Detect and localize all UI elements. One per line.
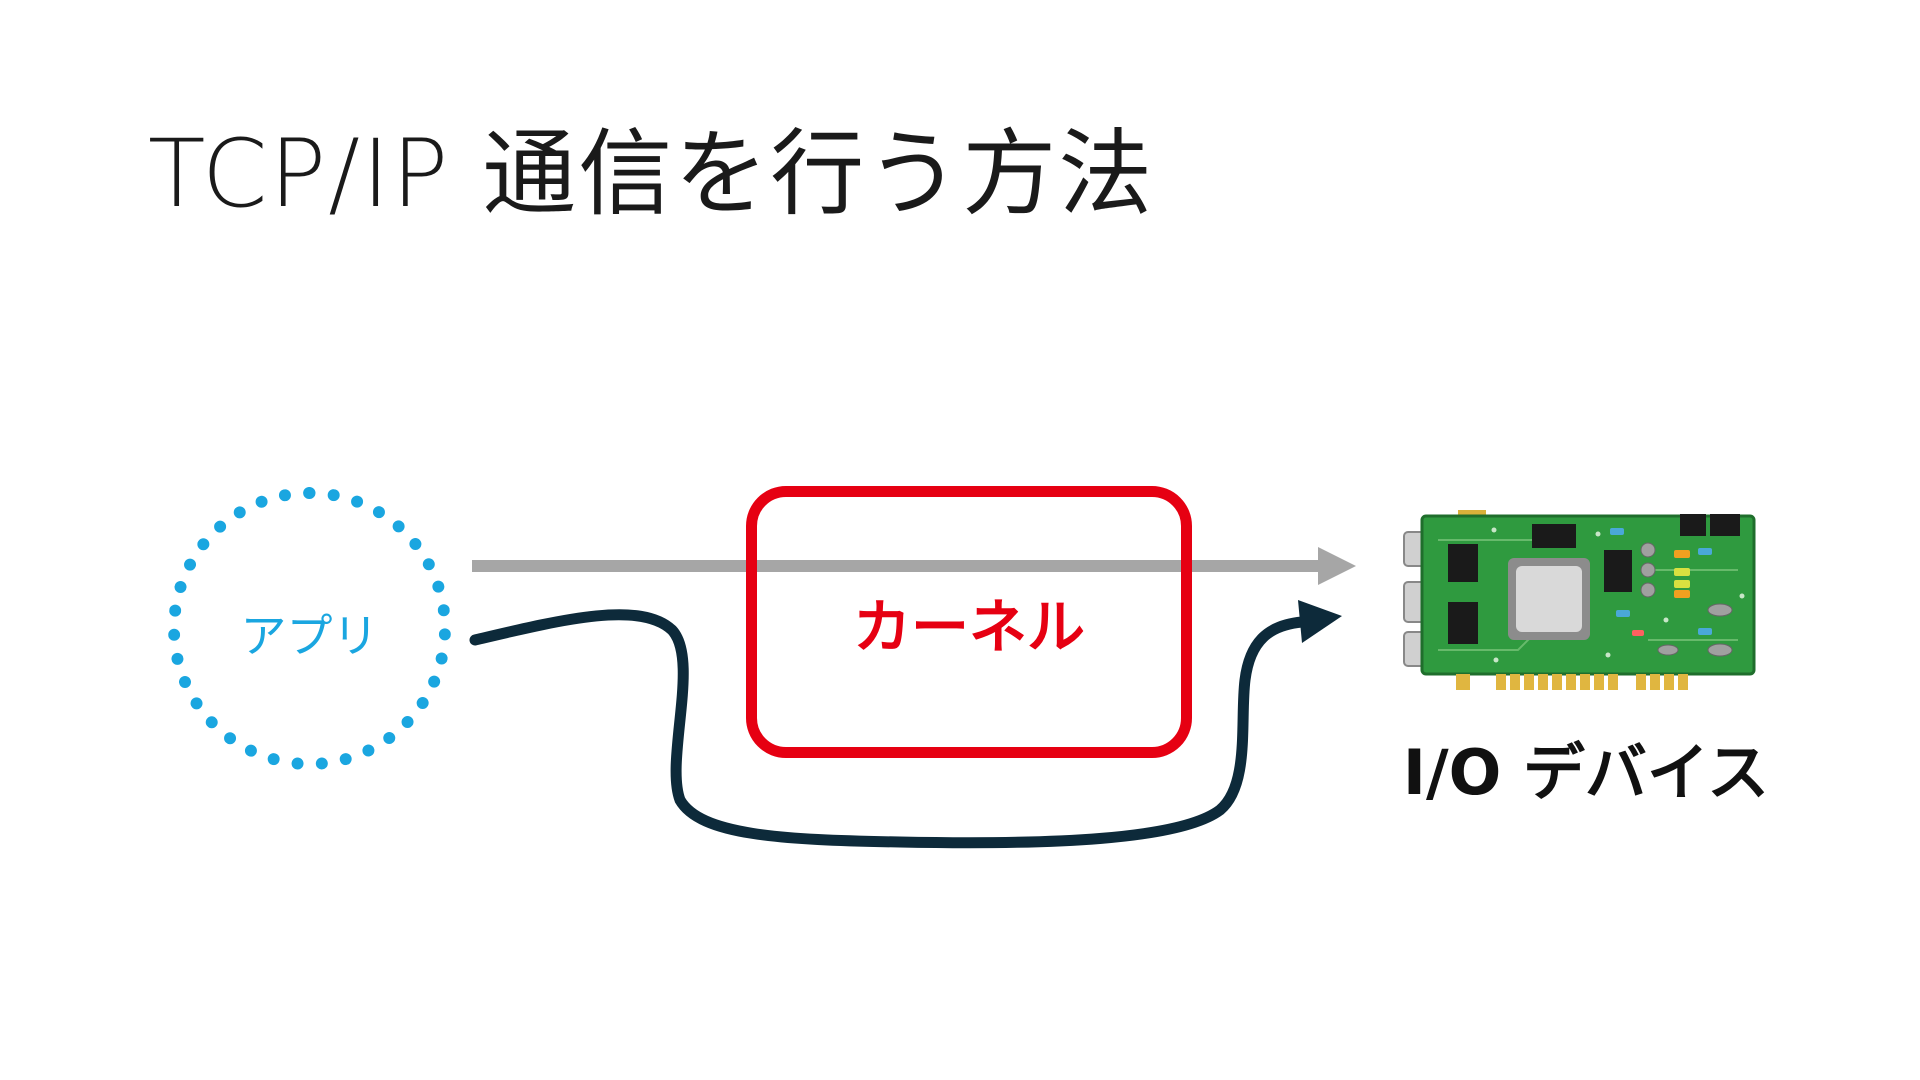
kernel-label: カーネル xyxy=(852,593,1085,661)
bypass-arrow xyxy=(469,600,1342,849)
network-card-icon xyxy=(1403,510,1756,690)
kernel-path-arrow xyxy=(472,547,1356,585)
app-label: アプリ xyxy=(240,609,379,663)
kernel-box xyxy=(746,486,1192,758)
slide-title: TCP/IP 通信を行う方法 xyxy=(148,120,1155,229)
device-label: I/O デバイス xyxy=(1402,736,1770,809)
